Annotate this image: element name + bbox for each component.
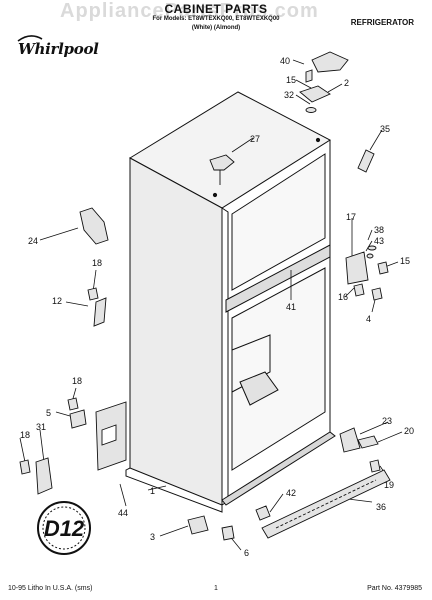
callout-5: 5 [46,408,51,418]
callout-4: 4 [366,314,371,324]
callout-6: 6 [244,548,249,558]
brand-swoosh-icon [17,35,43,42]
callout-17: 17 [346,212,356,222]
center-hinge-icon [345,251,369,285]
hinge-pin-icon [357,149,375,173]
print-info: 10-95 Litho In U.S.A. (sms) [8,585,93,592]
callout-44: 44 [118,508,128,518]
callout-43: 43 [374,236,384,246]
door-stop-icon [209,154,235,171]
callout-40: 40 [280,56,290,66]
screw-icon-3 [371,287,383,301]
callout-32: 32 [284,90,294,100]
bottom-hinge-icon [69,409,87,429]
callout-19: 19 [384,480,394,490]
callout-numbers: 40 15 2 32 27 35 24 17 38 43 15 18 12 41… [20,56,414,558]
screw-icon [305,69,313,83]
badge-text: D12 [44,516,85,541]
callout-12: 12 [52,296,62,306]
product-category: REFRIGERATOR [350,18,414,27]
page-number: 1 [214,585,218,592]
screw-icon-5 [67,397,79,411]
callout-38: 38 [374,225,384,235]
callout-23: 23 [382,416,392,426]
callout-1: 1 [150,486,155,496]
model-list: For Models: ET8WTEXKQ00, ET8WTEXKQ00 [152,16,280,22]
door-latch-icon [79,207,109,245]
door-stop-bracket-icon [93,297,107,327]
callout-31: 31 [36,422,46,432]
rear-roller-icon [221,525,235,541]
finish-list: (White) (Almond) [191,25,241,31]
hinge-bracket-icon [353,283,365,297]
hardware-parts [19,51,391,541]
leader-lines [19,59,403,551]
callout-24: 24 [28,236,38,246]
callout-16: 16 [338,292,348,302]
brand-logo: Whirlpool [18,40,99,58]
screw-icon-6 [19,459,31,475]
callout-2: 2 [344,78,349,88]
callout-18: 18 [92,258,102,268]
leveling-leg-icon [187,515,209,535]
spacer-icon [366,253,374,259]
shim-icon [305,107,317,113]
top-hinge-icon [299,85,331,103]
lower-hinge-icon [339,427,361,453]
screw-icon-2 [377,261,389,275]
screw-icon-4 [87,287,99,301]
washer-icon [367,245,377,251]
cabinet-shell [125,91,336,513]
callout-15b: 15 [400,256,410,266]
callout-42: 42 [286,488,296,498]
grille-clip-icon [255,505,271,521]
page-title: CABINET PARTS [164,2,268,16]
callout-27: 27 [250,134,260,144]
callout-3: 3 [150,532,155,542]
screw-icon-7 [369,459,381,473]
part-number: Part No. 4379985 [367,585,422,592]
callout-15: 15 [286,75,296,85]
watermark: AppliancePartsPros.com [60,0,319,22]
callout-36: 36 [376,502,386,512]
callout-41: 41 [286,302,296,312]
hinge-bracket-icon-2 [357,435,379,449]
hinge-hole-plug-icon [35,457,53,495]
hinge-cover-icon [311,51,349,73]
callout-18c: 18 [20,430,30,440]
callout-35: 35 [380,124,390,134]
revision-badge: D12 [37,501,91,555]
callout-20: 20 [404,426,414,436]
callout-18b: 18 [72,376,82,386]
